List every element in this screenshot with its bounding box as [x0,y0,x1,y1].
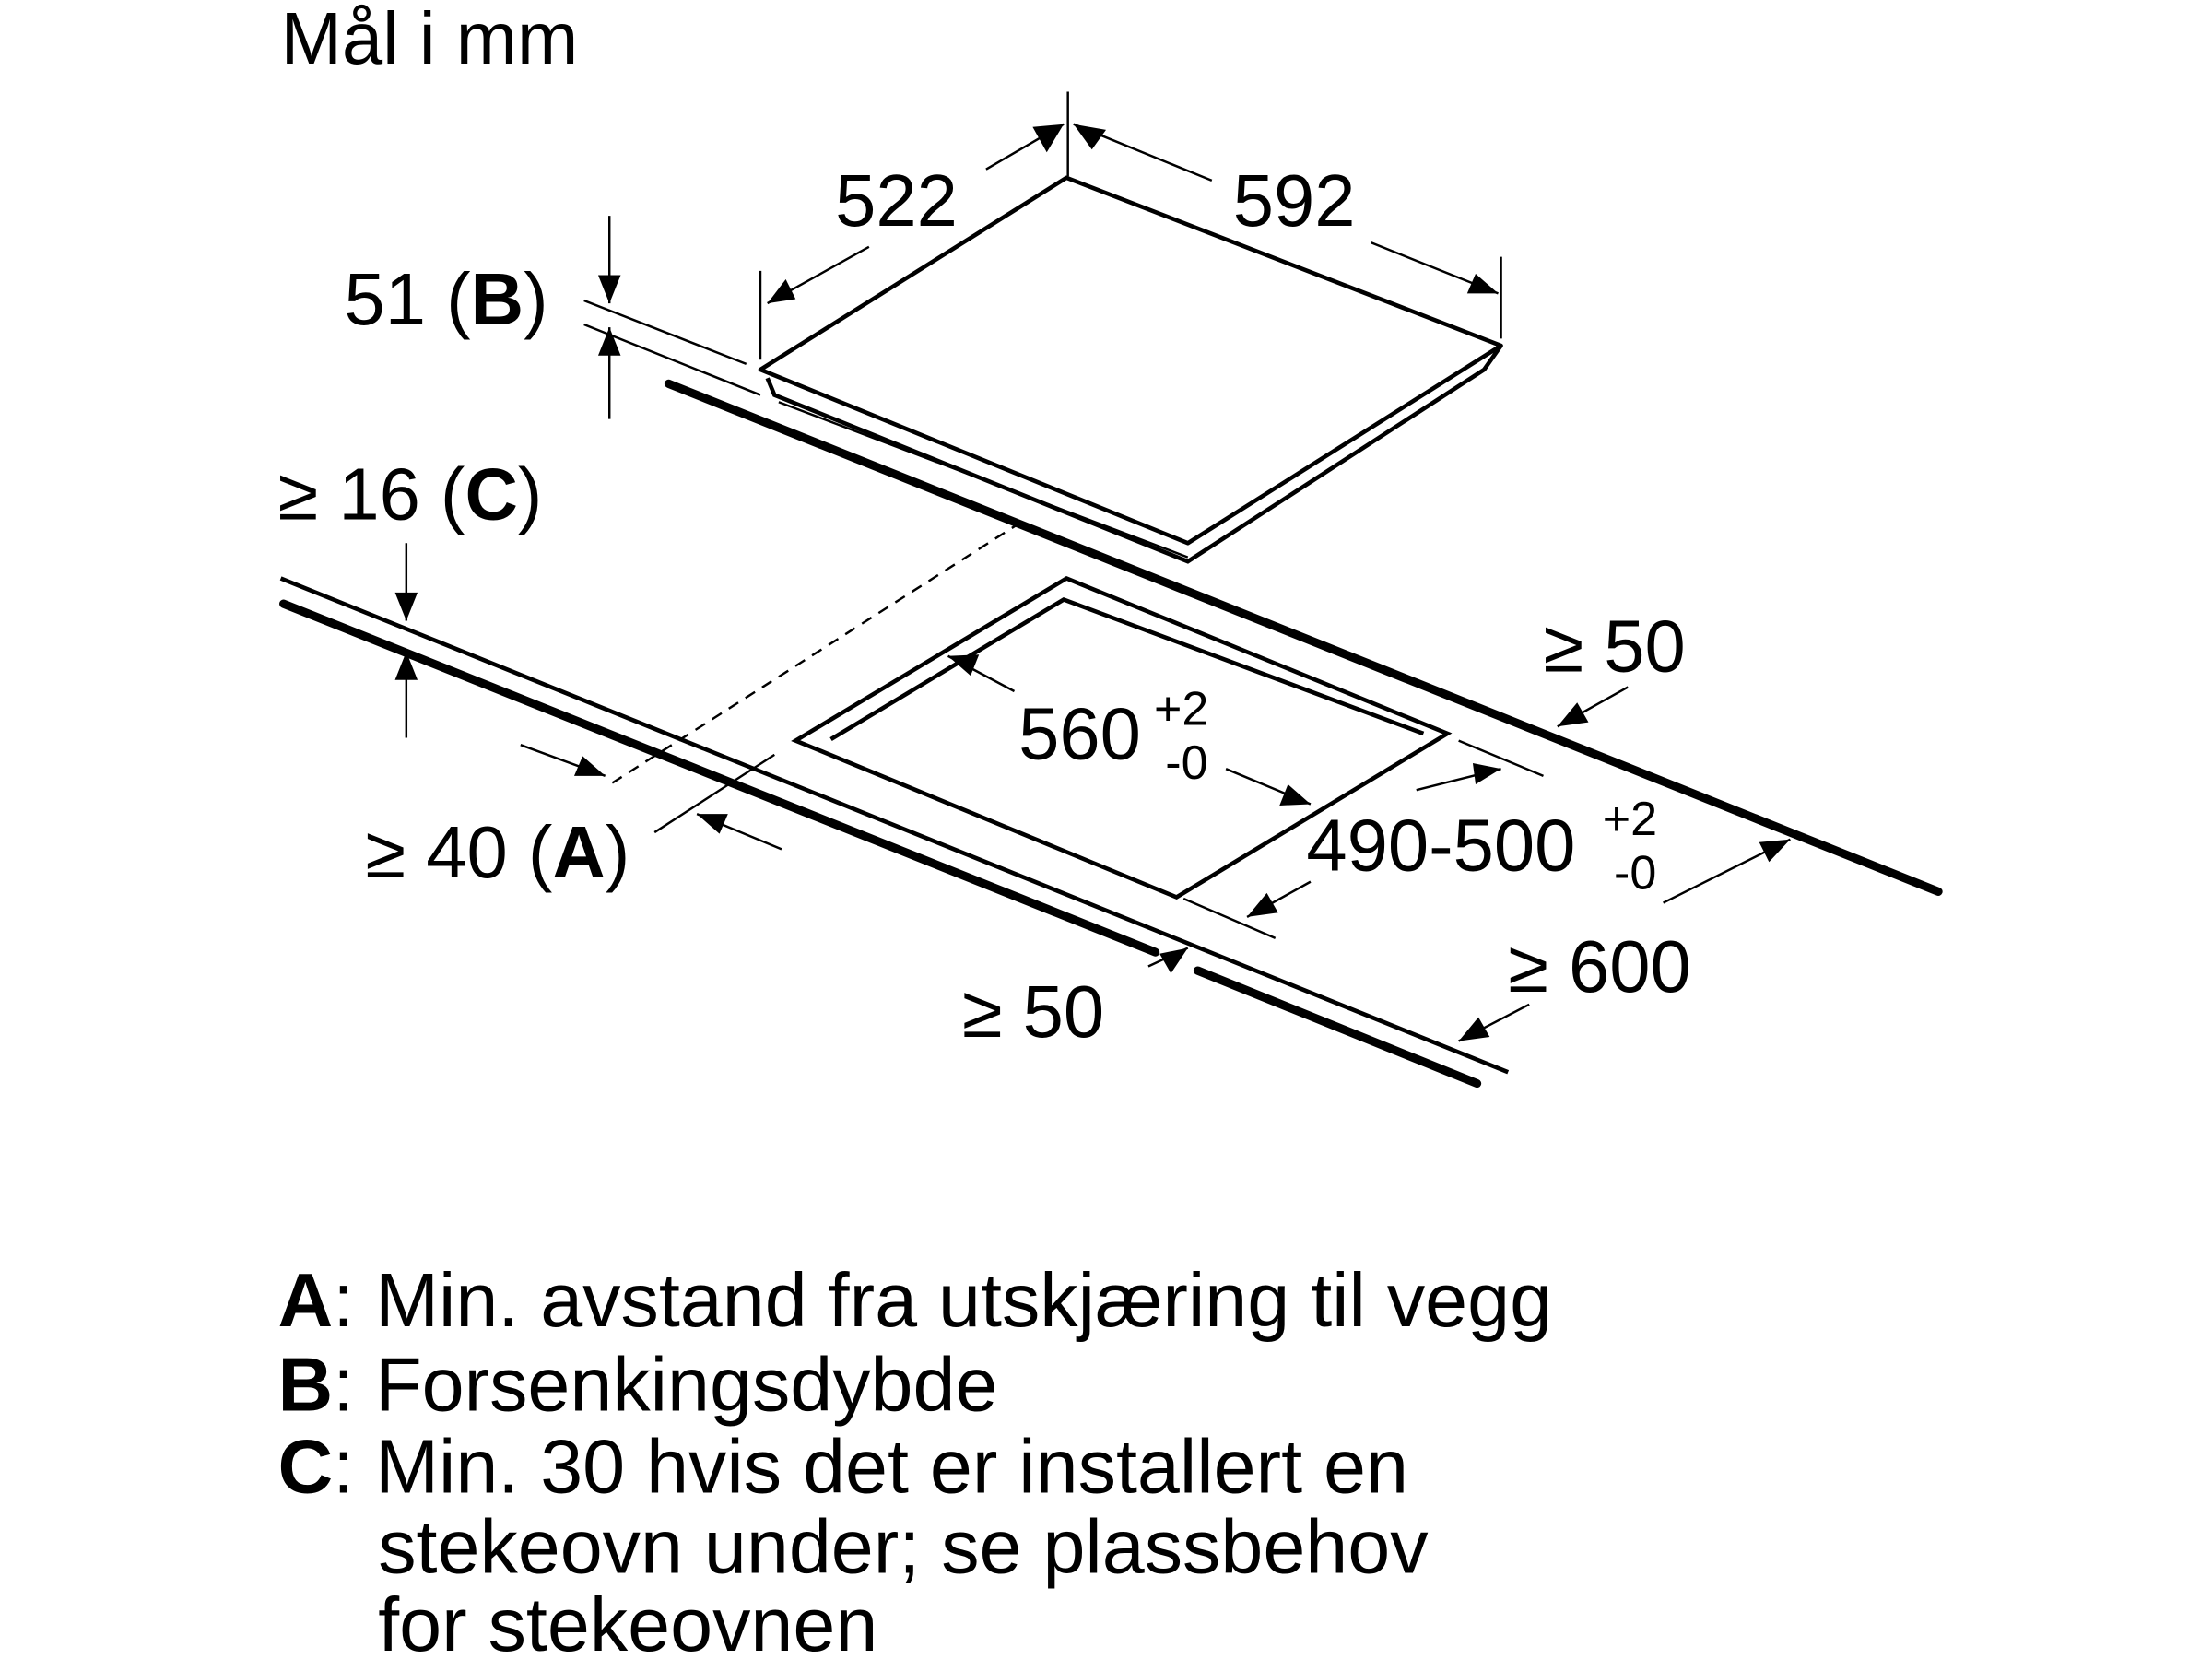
legend: A: Min. avstand fra utskjæring til vegg … [278,1257,1553,1659]
back-clearance-label: ≥ 50 [1543,606,1685,688]
legend-item-c-line3: for stekeovnen [378,1582,877,1659]
legend-item-a: A: Min. avstand fra utskjæring til vegg [278,1257,1553,1343]
worktop-depth-label: ≥ 600 [1508,925,1691,1007]
worktop-drawing [279,379,1943,1088]
cutout-depth-label: 490-500 [1306,804,1575,886]
cutout-width-label: 560 [1018,692,1141,774]
cutout-depth-tol-minus: -0 [1614,846,1656,900]
cutout-width-tol-plus: +2 [1154,683,1208,736]
cutout-depth-tol-plus: +2 [1603,793,1657,846]
cutout-drawing [791,575,1453,900]
recess-depth-label: 51 (B) [344,258,547,340]
dimension-lines [405,91,1791,1042]
hob-depth-label: 522 [835,159,958,241]
wall-distance-label: ≥ 40 (A) [365,811,629,893]
legend-item-c: C: Min. 30 hvis det er installert en [278,1423,1408,1509]
hob-width-label: 592 [1233,159,1356,241]
worktop-thickness-label: ≥ 16 (C) [278,453,543,535]
units-title: Mål i mm [281,0,579,79]
dimension-arrows [394,124,1791,1041]
hob-drawing [758,175,1503,564]
legend-item-c-line2: stekeovn under; se plassbehov [378,1504,1429,1590]
front-clearance-label: ≥ 50 [962,971,1104,1053]
cutout-width-tol-minus: -0 [1165,736,1207,790]
legend-item-b: B: Forsenkingsdybde [278,1342,998,1428]
